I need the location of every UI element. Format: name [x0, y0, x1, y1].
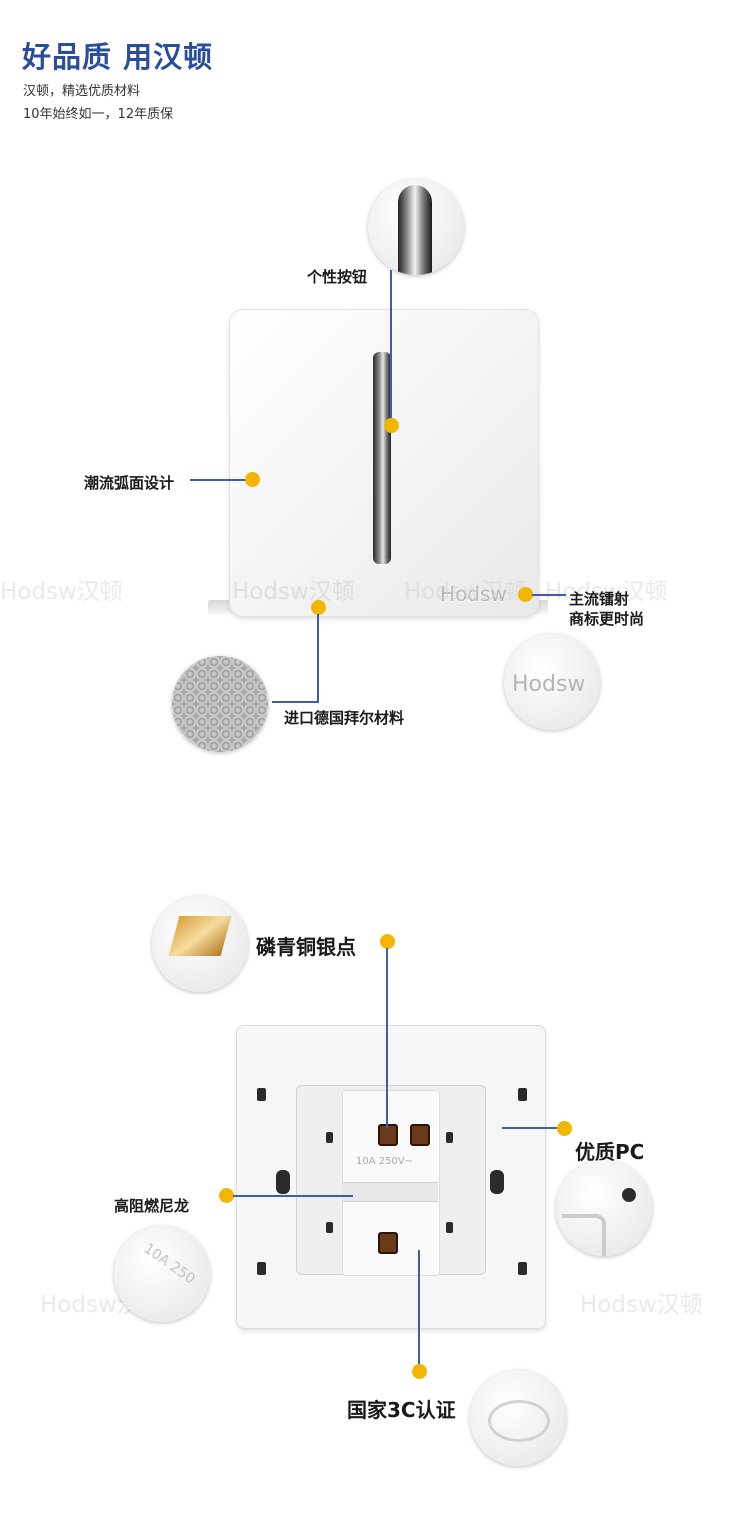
laser-dot [518, 587, 533, 602]
watermark-back-right: Hodsw汉顿 [580, 1292, 703, 1318]
mount-hole [326, 1132, 333, 1143]
nylon-dot [219, 1188, 234, 1203]
contact-detail-circle [152, 896, 248, 992]
pc-edge [562, 1214, 606, 1256]
nylon-detail-circle: 10A 250 [114, 1226, 210, 1322]
mount-hole [518, 1088, 527, 1101]
terminal-screw [410, 1124, 430, 1146]
mount-hole [446, 1222, 453, 1233]
curve-leader-line [190, 479, 248, 481]
watermark-left: Hodsw汉顿 [0, 579, 123, 605]
watermark-center-2: Hodsw汉顿 [404, 579, 527, 605]
mount-slot [490, 1170, 504, 1194]
pc-hole [622, 1188, 636, 1202]
watermark-center: Hodsw汉顿 [232, 579, 355, 605]
button-leader-line [390, 270, 392, 426]
laser-label-2: 商标更时尚 [569, 610, 645, 628]
logo-detail-circle: Hodsw [504, 634, 600, 730]
subtitle-line-2: 10年始终如一，12年质保 [23, 107, 174, 122]
button-closeup [398, 185, 432, 275]
curve-dot [245, 472, 260, 487]
logo-closeup: Hodsw [512, 672, 586, 697]
mount-hole [446, 1132, 453, 1143]
terminal-screw [378, 1232, 398, 1254]
watermark-right: Hodsw汉顿 [545, 579, 668, 605]
cert-detail-circle [470, 1370, 566, 1466]
mount-slot [276, 1170, 290, 1194]
mount-hole [257, 1262, 266, 1275]
pc-dot [557, 1121, 572, 1136]
mount-hole [257, 1088, 266, 1101]
curve-label: 潮流弧面设计 [84, 474, 175, 492]
ccc-mark [488, 1400, 550, 1442]
switch-rocker [373, 352, 391, 564]
subtitle-line-1: 汉顿，精选优质材料 [23, 84, 141, 99]
pc-detail-circle [556, 1160, 652, 1256]
copper-contact [168, 916, 232, 956]
rating-text: 10A 250V~ [356, 1156, 414, 1167]
plate-logo: Hodsw [440, 582, 507, 606]
material-dot [311, 600, 326, 615]
granules-image [172, 656, 268, 752]
mount-hole [326, 1222, 333, 1233]
mount-hole [518, 1262, 527, 1275]
button-label: 个性按钮 [307, 268, 368, 286]
material-leader-line-h [272, 701, 319, 703]
terminal-screw [378, 1124, 398, 1146]
button-dot [384, 418, 399, 433]
nylon-closeup-text: 10A 250 [140, 1240, 198, 1288]
laser-label-1: 主流镭射 [569, 590, 630, 608]
contact-leader-line [386, 948, 388, 1128]
contact-dot [380, 934, 395, 949]
cert-leader-line [418, 1250, 420, 1368]
cert-label: 国家3C认证 [347, 1398, 456, 1422]
button-detail-circle [368, 179, 464, 275]
material-label: 进口德国拜尔材料 [284, 709, 405, 727]
laser-leader-line [532, 594, 566, 596]
nylon-leader-line [233, 1195, 353, 1197]
page-title: 好品质 用汉顿 [22, 40, 214, 74]
switch-back-rail [342, 1182, 438, 1202]
contact-label: 磷青铜银点 [256, 935, 356, 959]
pc-leader-line [502, 1127, 560, 1129]
material-leader-line-v [317, 614, 319, 701]
cert-dot [412, 1364, 427, 1379]
nylon-label: 高阻燃尼龙 [114, 1197, 190, 1215]
